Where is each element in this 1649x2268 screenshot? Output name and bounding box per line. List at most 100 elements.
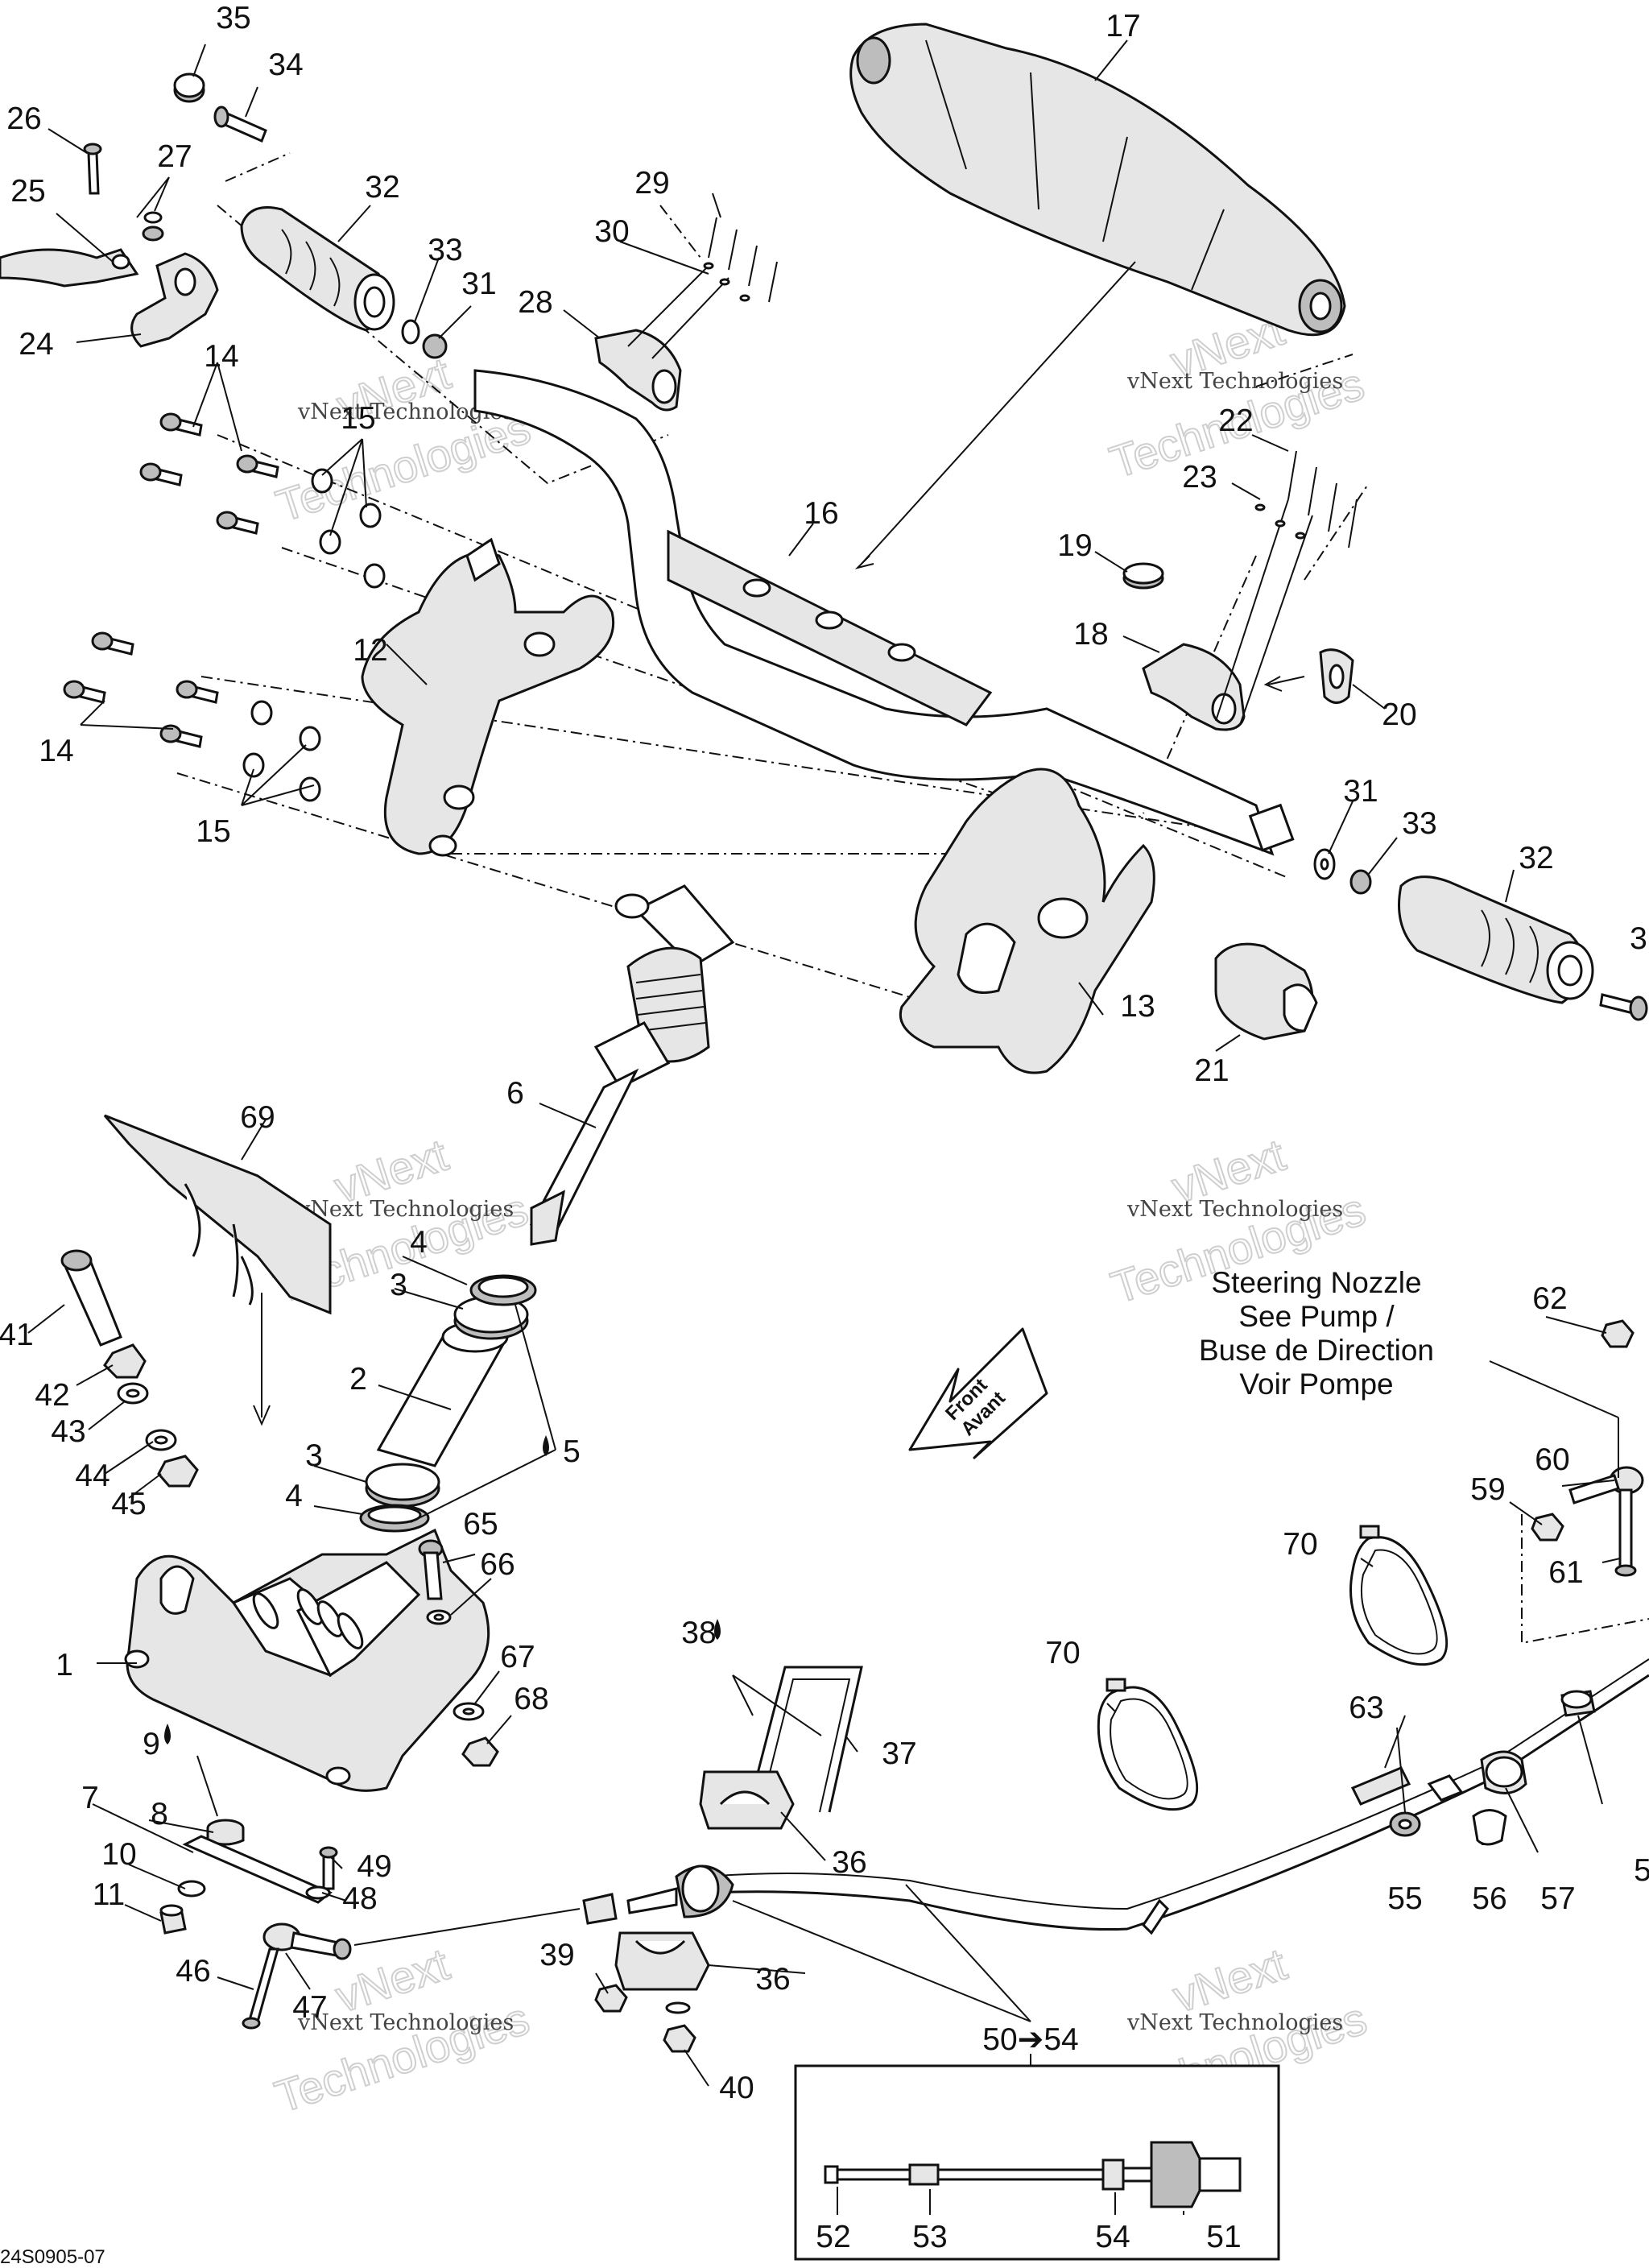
steering-nozzle-note: Steering Nozzle See Pump / Buse de Direc… xyxy=(1199,1266,1434,1401)
callout-40: 40 xyxy=(719,2071,754,2105)
part-13-lower-clamp xyxy=(899,768,1155,1074)
part-39-nut xyxy=(594,1984,628,2013)
callout-25: 25 xyxy=(10,174,45,209)
callout-33-left: 33 xyxy=(428,233,462,267)
callout-69: 69 xyxy=(240,1100,275,1135)
part-20-cap xyxy=(1263,648,1354,704)
part-46-bolt xyxy=(242,1947,279,2030)
grease-drop-icon xyxy=(164,1724,171,1744)
part-41-stud xyxy=(60,1249,122,1347)
part-43-washer xyxy=(117,1382,149,1405)
callout-54: 54 xyxy=(1095,2220,1130,2254)
grease-drop-icon xyxy=(714,1619,721,1640)
callout-46: 46 xyxy=(176,1954,210,1989)
part-15-washers-upper xyxy=(311,468,386,589)
callout-45: 45 xyxy=(111,1487,146,1521)
callout-1: 1 xyxy=(56,1648,73,1682)
callout-3-lower: 3 xyxy=(305,1438,323,1473)
callout-63: 63 xyxy=(1349,1691,1383,1725)
part-36-lower-clamp-half xyxy=(614,1931,710,1991)
part-10-washer xyxy=(177,1880,206,1898)
part-34-bolt-left xyxy=(213,106,267,143)
callout-41: 41 xyxy=(0,1318,34,1352)
part-55-washer xyxy=(1389,1811,1421,1837)
callout-5: 5 xyxy=(563,1434,581,1469)
part-68-nut xyxy=(461,1736,499,1767)
callout-39: 39 xyxy=(539,1938,574,1972)
part-24-lever-housing xyxy=(130,252,219,348)
part-65-bolt xyxy=(418,1539,444,1600)
part-17-handlebar-padding xyxy=(849,23,1346,569)
callout-12: 12 xyxy=(353,633,387,668)
callout-36-upper: 36 xyxy=(832,1845,866,1880)
callout-68: 68 xyxy=(514,1682,548,1716)
callout-6: 6 xyxy=(506,1076,524,1111)
callout-33-right: 33 xyxy=(1402,806,1436,841)
callout-14-lower: 14 xyxy=(39,734,73,768)
part-26-screw xyxy=(83,143,102,195)
callout-70-upper: 70 xyxy=(1283,1527,1317,1562)
part-57-nut xyxy=(1480,1750,1527,1794)
part-45-nut xyxy=(157,1455,199,1488)
grease-drop-icon xyxy=(543,1435,549,1456)
part-18-housing xyxy=(1142,643,1246,731)
part-16-handlebar xyxy=(473,369,1295,856)
callout-48: 48 xyxy=(342,1881,377,1916)
part-66-washer xyxy=(426,1609,452,1625)
svg-text:vNext Technologies: vNext Technologies xyxy=(1126,2010,1343,2035)
leader-lines xyxy=(27,39,1621,2087)
part-29-screws xyxy=(627,217,778,359)
callout-51: 51 xyxy=(1206,2220,1241,2254)
front-direction-arrow: Front Avant xyxy=(908,1327,1048,1459)
svg-text:vNext Technologies: vNext Technologies xyxy=(297,2010,514,2035)
cable-detail-inset xyxy=(794,2064,1280,2261)
callout-55: 55 xyxy=(1387,1881,1422,1916)
part-23-washers xyxy=(1254,503,1306,540)
callout-27: 27 xyxy=(157,139,192,174)
svg-text:vNext Technologies: vNext Technologies xyxy=(1126,1197,1343,1222)
callout-57: 57 xyxy=(1540,1881,1575,1916)
callout-7: 7 xyxy=(81,1781,99,1815)
callout-13: 13 xyxy=(1120,989,1155,1024)
part-56-clip xyxy=(1427,1774,1507,1846)
callout-8: 8 xyxy=(151,1797,168,1831)
watermark-bottom-left: vNext Technologies vNext Technologies xyxy=(268,1937,535,2123)
callout-3-upper: 3 xyxy=(390,1268,407,1302)
callout-66: 66 xyxy=(480,1547,515,1582)
callout-10: 10 xyxy=(101,1837,136,1872)
part-33-washer-right xyxy=(1349,869,1372,895)
part-49-bolt xyxy=(319,1846,338,1890)
part-59-nut xyxy=(1531,1513,1564,1542)
callout-65: 65 xyxy=(463,1507,498,1542)
svg-text:vNext Technologies: vNext Technologies xyxy=(297,1197,514,1222)
part-4-lower-washer xyxy=(359,1504,430,1533)
part-1-support xyxy=(124,1528,490,1792)
callout-16: 16 xyxy=(804,496,838,531)
callout-4-upper: 4 xyxy=(410,1225,428,1260)
part-44-washer xyxy=(145,1429,177,1451)
callout-15-upper: 15 xyxy=(341,401,375,436)
callout-31-right: 31 xyxy=(1343,774,1378,809)
callout-20: 20 xyxy=(1382,697,1416,732)
note-line-2: See Pump / xyxy=(1238,1300,1395,1333)
callout-50-to-54: 50➔54 xyxy=(982,2022,1078,2057)
part-61-bolt xyxy=(1614,1488,1637,1577)
callout-58-edge: 5 xyxy=(1634,1853,1649,1888)
part-32-grip-right xyxy=(1398,875,1594,1004)
callout-67: 67 xyxy=(500,1640,535,1674)
part-11-spacer xyxy=(159,1904,187,1935)
part-62-nut xyxy=(1601,1319,1635,1348)
callout-15-lower: 15 xyxy=(196,814,230,849)
part-25-lever xyxy=(0,248,139,288)
callout-34: 34 xyxy=(268,48,303,82)
callout-14-upper: 14 xyxy=(204,339,238,374)
part-21-end-cap xyxy=(1214,942,1318,1041)
part-6-steering-column xyxy=(529,884,735,1246)
part-58-sleeve xyxy=(1560,1690,1596,1717)
svg-text:vNext Technologies: vNext Technologies xyxy=(1126,369,1343,394)
part-35-cap xyxy=(173,72,205,103)
part-32-grip-left xyxy=(240,206,395,332)
part-47-ball-joint xyxy=(262,1922,352,1960)
